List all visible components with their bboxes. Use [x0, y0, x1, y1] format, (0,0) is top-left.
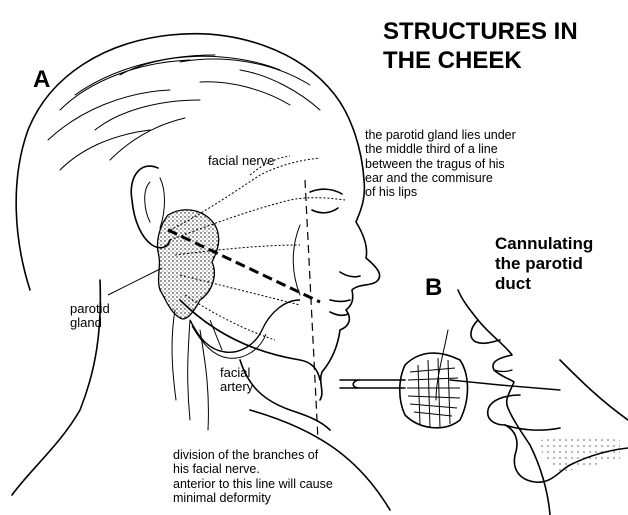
nostril: [340, 272, 360, 277]
note-division-line-1: division of the branches of: [173, 448, 333, 462]
title-line-1: STRUCTURES IN: [383, 17, 578, 46]
panel-b-caption: Cannulating the parotid duct: [495, 234, 593, 294]
figure-b: [340, 290, 628, 515]
panel-b-caption-line-3: duct: [495, 274, 593, 294]
note-division-line: division of the branches of his facial n…: [173, 448, 333, 505]
panel-label-a: A: [33, 67, 50, 93]
note-parotid-line-1: the parotid gland lies under: [365, 128, 516, 142]
title: STRUCTURES IN THE CHEEK: [383, 17, 578, 75]
lips-b: [494, 370, 512, 372]
panel-b-caption-line-2: the parotid: [495, 254, 593, 274]
label-parotid-gland-line-1: parotid: [70, 302, 110, 316]
label-facial-artery: facial artery: [220, 366, 253, 394]
nose-b: [471, 320, 500, 343]
note-parotid-line-2: the middle third of a line: [365, 142, 516, 156]
face-b-outline: [458, 290, 550, 515]
incision: [400, 353, 468, 428]
incision-interior: [407, 358, 460, 428]
panel-label-b: B: [425, 275, 442, 301]
note-parotid-location: the parotid gland lies under the middle …: [365, 128, 516, 199]
title-line-2: THE CHEEK: [383, 46, 578, 75]
parotid-gland-shape: [157, 210, 218, 319]
label-facial-artery-line-2: artery: [220, 380, 253, 394]
thumb: [505, 425, 560, 430]
hand-shading: [540, 438, 620, 472]
note-division-line-3: anterior to this line will cause: [173, 477, 333, 491]
note-division-line-4: minimal deformity: [173, 491, 333, 505]
label-parotid-gland: parotid gland: [70, 302, 110, 330]
lips: [330, 300, 350, 315]
note-parotid-line-5: of his lips: [365, 185, 516, 199]
division-line: [305, 180, 318, 440]
label-parotid-gland-line-2: gland: [70, 316, 110, 330]
panel-b-caption-line-1: Cannulating: [495, 234, 593, 254]
label-facial-artery-line-1: facial: [220, 366, 253, 380]
ear-inner: [145, 178, 165, 228]
cannula: [450, 380, 560, 390]
neck-lines: [172, 310, 208, 430]
cheek-contour: [293, 225, 300, 295]
eyebrow: [310, 189, 342, 194]
note-parotid-line-3: between the tragus of his: [365, 157, 516, 171]
note-parotid-line-4: ear and the commisure: [365, 171, 516, 185]
retractor: [340, 380, 405, 388]
note-division-line-2: his facial nerve.: [173, 462, 333, 476]
hair-strokes: [48, 55, 320, 170]
label-facial-nerve: facial nerve: [208, 154, 274, 168]
eye: [312, 208, 338, 213]
